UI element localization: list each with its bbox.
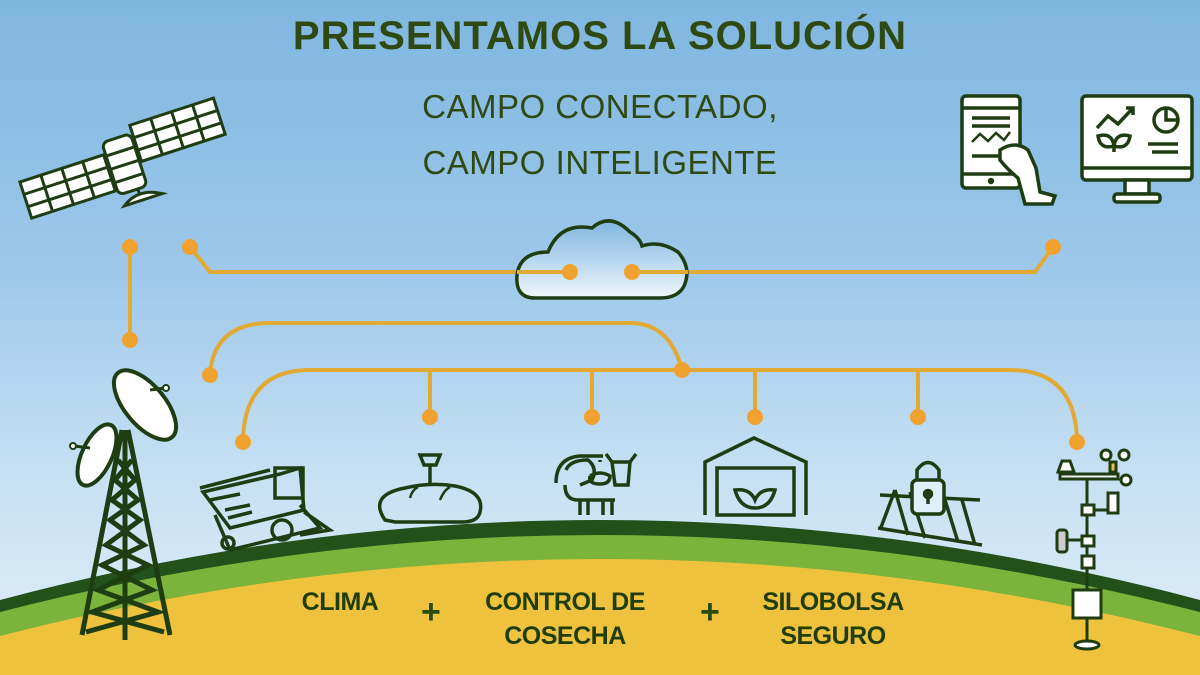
subtitle-line1: CAMPO CONECTADO, [422, 88, 778, 125]
feature-control-cosecha: CONTROL DE COSECHA [460, 585, 670, 653]
monitor-dashboard-icon [1080, 94, 1194, 204]
feature-control-cosecha-line2: COSECHA [504, 622, 626, 650]
combine-harvester-icon [199, 465, 335, 553]
satellite-icon [18, 96, 228, 221]
feature-silobolsa-line2: SEGURO [780, 622, 886, 650]
network-lines [128, 245, 1079, 441]
hill [0, 520, 1200, 675]
page-title: PRESENTAMOS LA SOLUCIÓN [292, 14, 908, 58]
cloud-icon [515, 219, 689, 300]
greenhouse-icon [703, 436, 808, 517]
silo-bag-icon [378, 453, 483, 524]
plus-separator-2: + [700, 593, 720, 631]
feature-silobolsa-line1: SILOBOLSA [762, 588, 904, 616]
plus-separator-1: + [421, 593, 441, 631]
feature-silobolsa-seguro: SILOBOLSA SEGURO [738, 585, 928, 653]
subtitle-line2: CAMPO INTELIGENTE [422, 144, 778, 181]
feature-control-cosecha-line1: CONTROL DE [485, 588, 645, 616]
feature-clima: CLIMA [285, 585, 395, 619]
feature-clima-label: CLIMA [301, 588, 379, 616]
cow-icon [554, 452, 638, 515]
padlock-fence-icon [877, 460, 983, 547]
tablet-hand-icon [960, 94, 1058, 206]
antenna-tower-icon [69, 368, 179, 640]
weather-station-icon [1055, 448, 1133, 651]
